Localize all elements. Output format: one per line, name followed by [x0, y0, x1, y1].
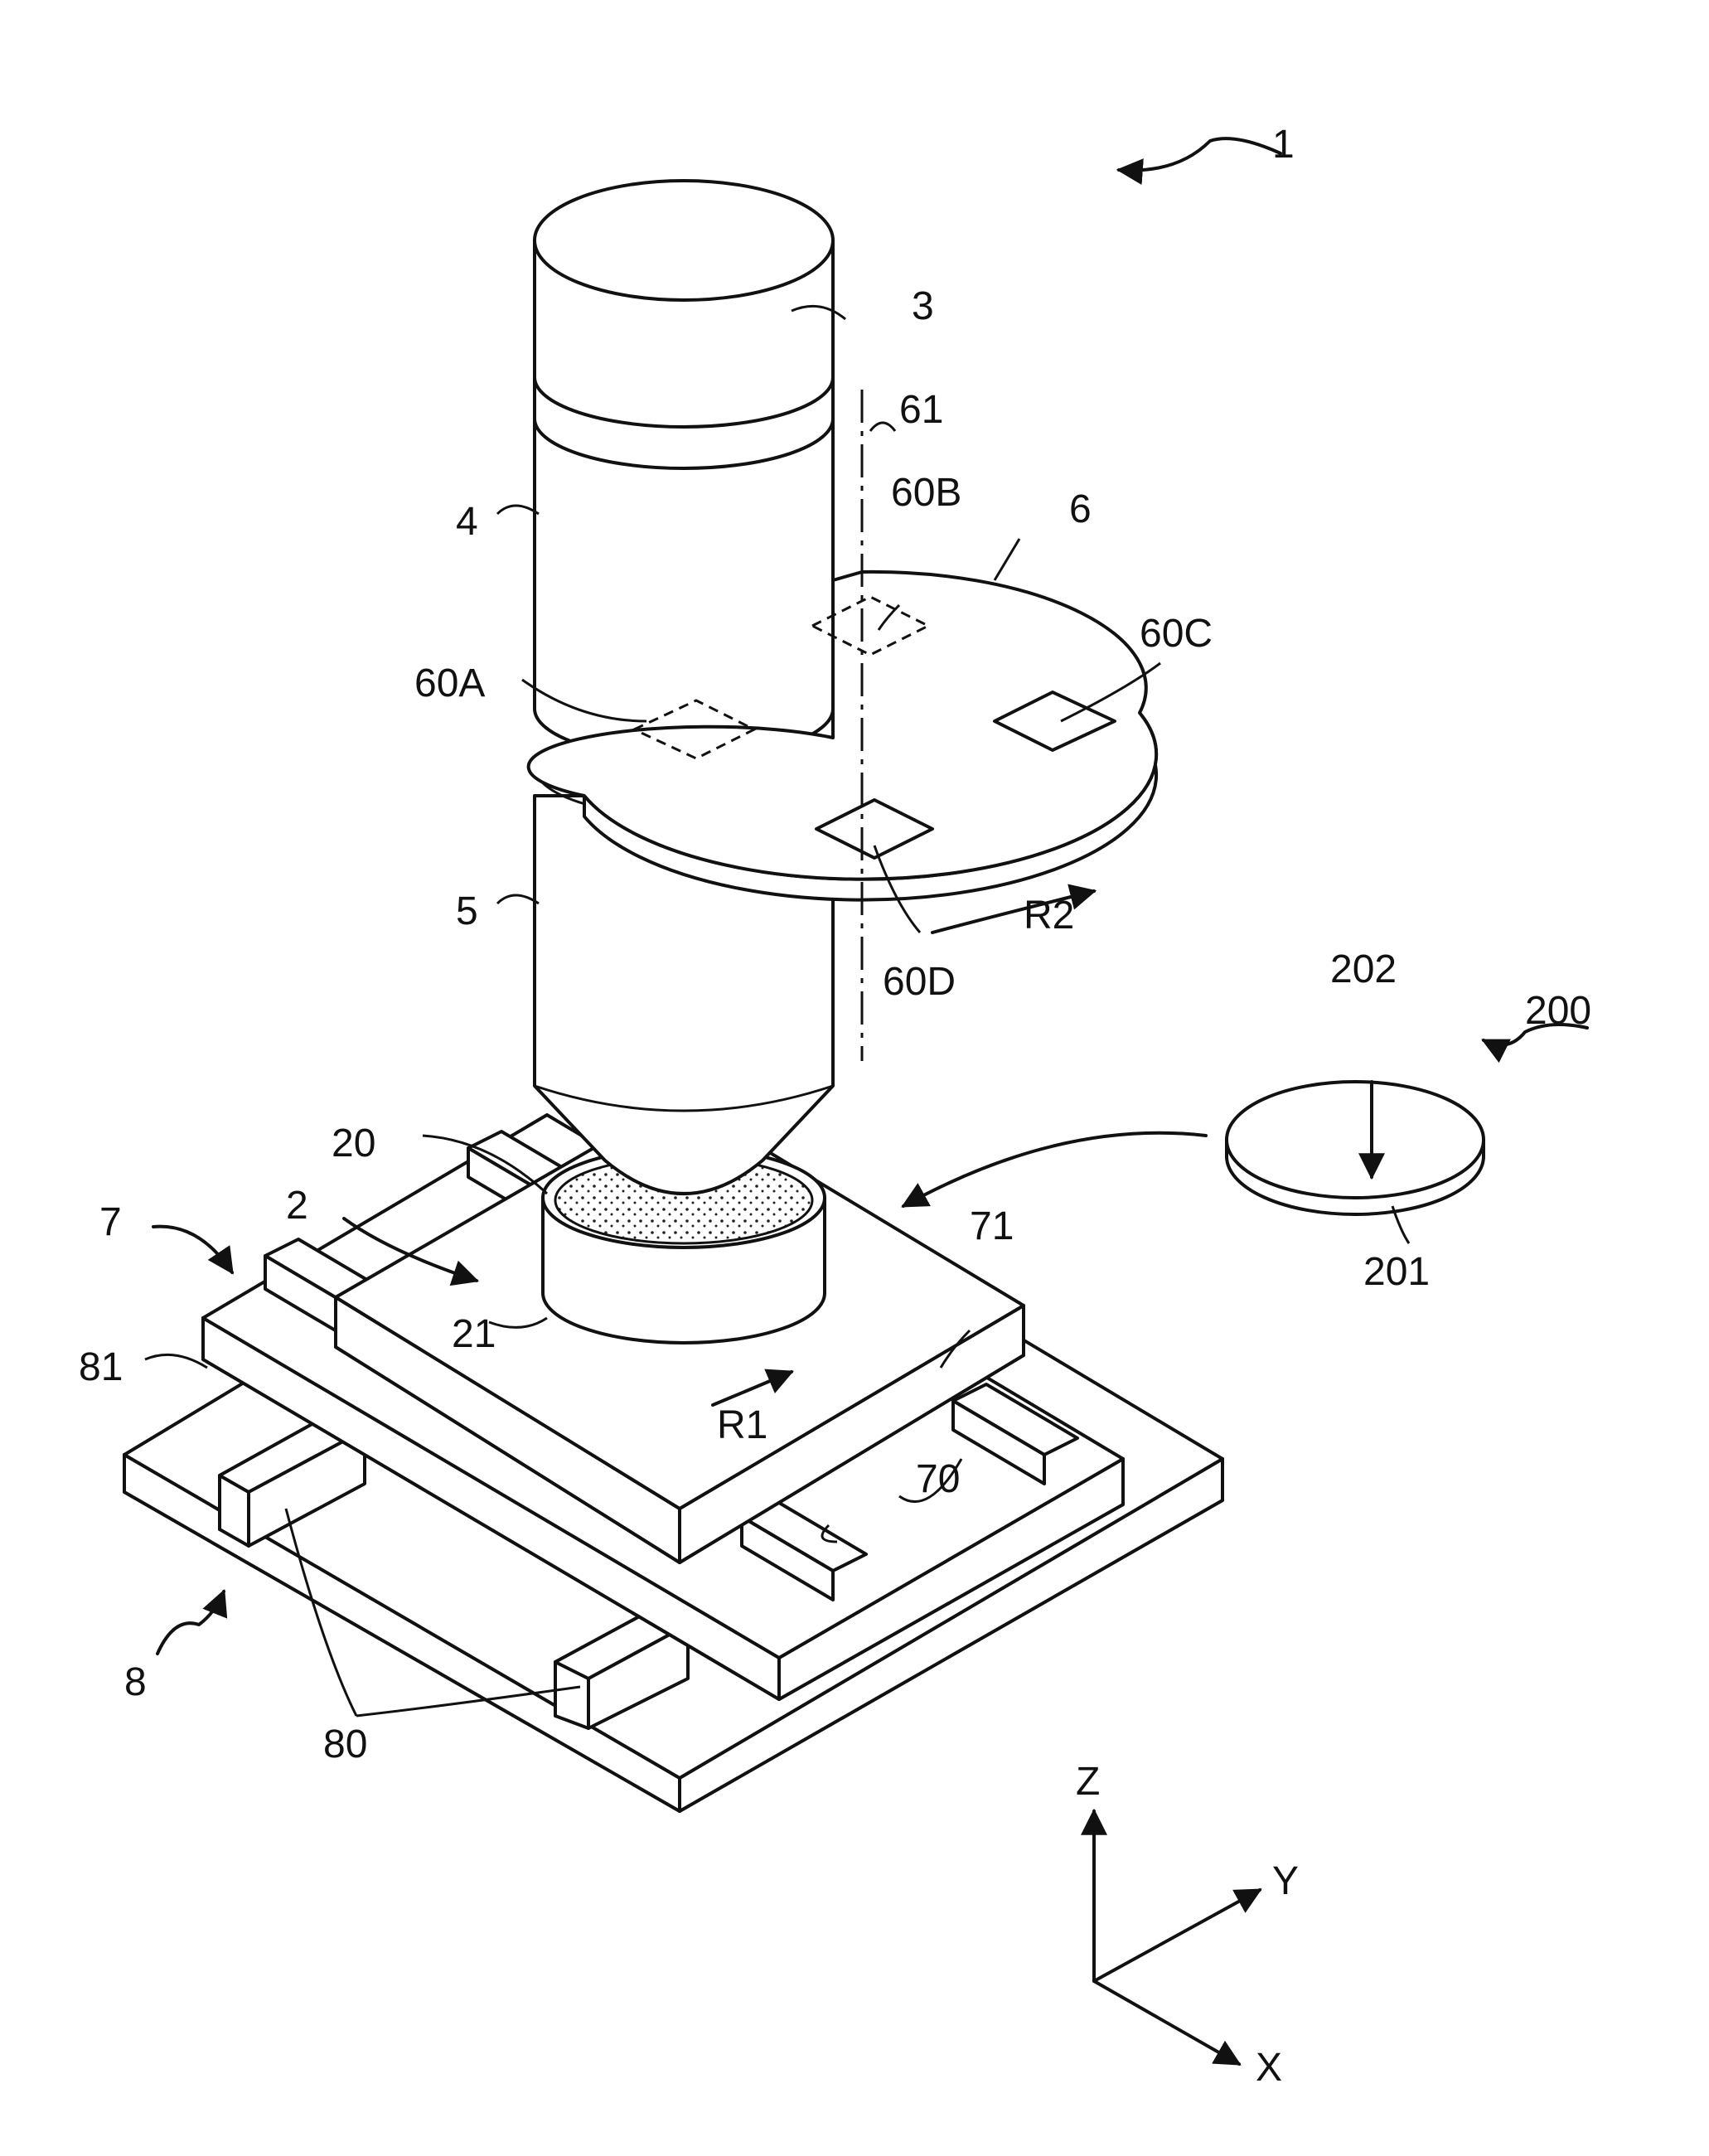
- disk-200: [1227, 1082, 1484, 1214]
- label-table-y: 71: [970, 1204, 1014, 1248]
- objective-column: [535, 181, 833, 1194]
- label-turret: 6: [1069, 487, 1092, 531]
- axis-label-x: X: [1256, 2046, 1282, 2090]
- label-turret-axis: 61: [899, 388, 943, 432]
- label-disk: 200: [1525, 989, 1591, 1033]
- label-filter-d: 60D: [883, 960, 956, 1004]
- label-rot-r2: R2: [1024, 894, 1074, 937]
- label-disk-bottom: 201: [1363, 1250, 1430, 1294]
- label-lens-lower: 5: [456, 889, 478, 933]
- label-stage-base: 2: [286, 1184, 308, 1228]
- label-filter-c: 60C: [1140, 612, 1213, 656]
- coordinate-axes: [1094, 1811, 1260, 2064]
- axis-label-y: Y: [1272, 1859, 1299, 1903]
- label-rail-x: 80: [323, 1722, 367, 1766]
- label-holder: 21: [452, 1312, 496, 1356]
- label-apparatus: 1: [1272, 123, 1295, 167]
- label-filter-b: 60B: [891, 471, 961, 515]
- label-rail-y: 70: [916, 1457, 960, 1501]
- label-lens-upper: 4: [456, 500, 478, 544]
- label-rot-r1: R1: [717, 1403, 767, 1447]
- label-sample: 20: [332, 1122, 375, 1165]
- label-disk-top: 202: [1330, 947, 1397, 991]
- label-y-stage: 7: [99, 1200, 122, 1244]
- label-light-source: 3: [912, 284, 934, 328]
- label-x-stage: 8: [124, 1660, 147, 1704]
- label-table-x: 81: [79, 1345, 123, 1389]
- axis-label-z: Z: [1076, 1760, 1100, 1804]
- label-filter-a: 60A: [414, 661, 485, 705]
